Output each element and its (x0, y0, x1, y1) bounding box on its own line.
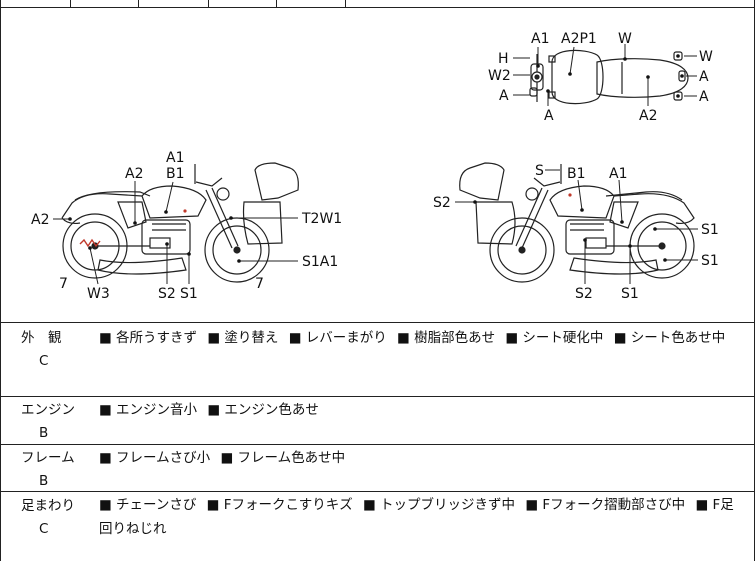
top-view-labels: A1 A2P1 W H W2 A A W A A A2 (488, 31, 713, 124)
condition-item: ■ シート硬化中 (505, 330, 604, 346)
condition-item: ■ Fフォークこすりキズ (206, 497, 353, 513)
condition-category: エンジン B (21, 400, 91, 443)
label-w-right-top: W (699, 49, 713, 65)
condition-items: ■ 各所うすきず ■ 塗り替え ■ レバーまがり ■ 樹脂部色あせ ■ シート硬… (99, 326, 742, 350)
category-name: 足まわり (21, 498, 75, 514)
label-b1-right: B1 (567, 166, 586, 182)
label-h-top: H (498, 51, 509, 67)
label-s2-left: S2 (158, 286, 176, 302)
motorcycle-left-view (61, 162, 299, 283)
damage-mark-tank-right (568, 193, 572, 197)
condition-item: ■ レバーまがり (288, 330, 387, 346)
condition-item: ■ Fフォーク摺動部さび中 (525, 497, 686, 513)
label-s2-rear-right: S2 (433, 195, 451, 211)
condition-item: ■ シート色あせ中 (613, 330, 726, 346)
label-s1a1-left: S1A1 (302, 254, 338, 270)
motorcycle-top-view (529, 49, 689, 105)
label-s1-right: S1 (621, 286, 639, 302)
condition-items: ■ フレームさび小 ■ フレーム色あせ中 (99, 446, 742, 470)
label-a1-top: A1 (531, 31, 549, 47)
right-view-leaders (455, 169, 698, 284)
condition-item: ■ 樹脂部色あせ (397, 330, 496, 346)
top-view-leaders (513, 44, 697, 106)
label-t2w1-left: T2W1 (301, 211, 342, 227)
label-7-front-left: 7 (255, 276, 264, 292)
label-w3-left: W3 (87, 286, 110, 302)
label-a-left-top: A (499, 88, 509, 104)
label-a-below-top: A (544, 108, 554, 124)
label-a-right2-top: A (699, 89, 709, 105)
label-a2-bottom-top: A2 (639, 108, 657, 124)
damage-mark-w3 (79, 238, 101, 248)
label-a2-left: A2 (125, 166, 143, 182)
label-s1-left: S1 (180, 286, 198, 302)
label-w-top: W (618, 31, 632, 47)
category-name: エンジン (21, 402, 75, 418)
condition-item: ■ フレームさび小 (99, 450, 211, 466)
condition-item: ■ エンジン色あせ (207, 402, 319, 418)
label-a1-left: A1 (166, 150, 184, 166)
left-view-leaders (53, 181, 298, 285)
label-w2-top: W2 (488, 68, 511, 84)
condition-item: ■ フレーム色あせ中 (220, 450, 346, 466)
label-s2-right: S2 (575, 286, 593, 302)
label-7-rear-left: 7 (59, 276, 68, 292)
label-s1-upper-right: S1 (701, 222, 719, 238)
condition-item: ■ トップブリッジきず中 (363, 497, 516, 513)
category-grade: C (39, 353, 49, 369)
condition-item: ■ 各所うすきず (99, 330, 198, 346)
label-a1-right: A1 (609, 166, 627, 182)
category-grade: C (39, 521, 49, 537)
condition-row-exterior: 外 観 C ■ 各所うすきず ■ 塗り替え ■ レバーまがり ■ 樹脂部色あせ … (1, 323, 754, 396)
right-view-labels: S B1 A1 S2 S1 S1 S2 S1 (433, 163, 719, 302)
category-name: 外 観 (21, 330, 62, 346)
condition-row-engine: エンジン B ■ エンジン音小 ■ エンジン色あせ (1, 397, 754, 444)
condition-category: 足まわり C (21, 496, 91, 539)
condition-category: フレーム B (21, 448, 91, 491)
label-s-right: S (535, 163, 544, 179)
condition-row-frame: フレーム B ■ フレームさび小 ■ フレーム色あせ中 (1, 445, 754, 491)
condition-row-suspension: 足まわり C ■ チェーンさび ■ Fフォークこすりキズ ■ トップブリッジきず… (1, 492, 754, 561)
condition-item: ■ エンジン音小 (99, 402, 198, 418)
label-s1-lower-right: S1 (701, 253, 719, 269)
damage-diagram: A1 A2P1 W H W2 A A W A A A2 (31, 31, 719, 302)
condition-items: ■ エンジン音小 ■ エンジン色あせ (99, 398, 742, 422)
condition-item: ■ F足回りねじれ (99, 497, 734, 537)
label-b1-left: B1 (166, 166, 185, 182)
condition-category: 外 観 C (21, 328, 91, 371)
damage-mark-tank-left (183, 209, 187, 213)
motorcycle-right-view (459, 162, 695, 283)
label-a2-rear-left: A2 (31, 212, 49, 228)
top-view-dots (536, 54, 684, 98)
condition-item: ■ チェーンさび (99, 497, 197, 513)
label-a2p1-top: A2P1 (561, 31, 597, 47)
label-a-right1-top: A (699, 69, 709, 85)
right-view-dots (473, 200, 667, 262)
category-grade: B (39, 425, 49, 441)
condition-items: ■ チェーンさび ■ Fフォークこすりキズ ■ トップブリッジきず中 ■ Fフォ… (99, 493, 742, 541)
category-grade: B (39, 473, 49, 489)
category-name: フレーム (21, 450, 75, 466)
left-view-labels: A1 A2 B1 A2 T2W1 S1A1 7 7 W3 S2 S1 (31, 150, 342, 302)
left-view-dots (68, 210, 241, 263)
condition-item: ■ 塗り替え (207, 330, 279, 346)
